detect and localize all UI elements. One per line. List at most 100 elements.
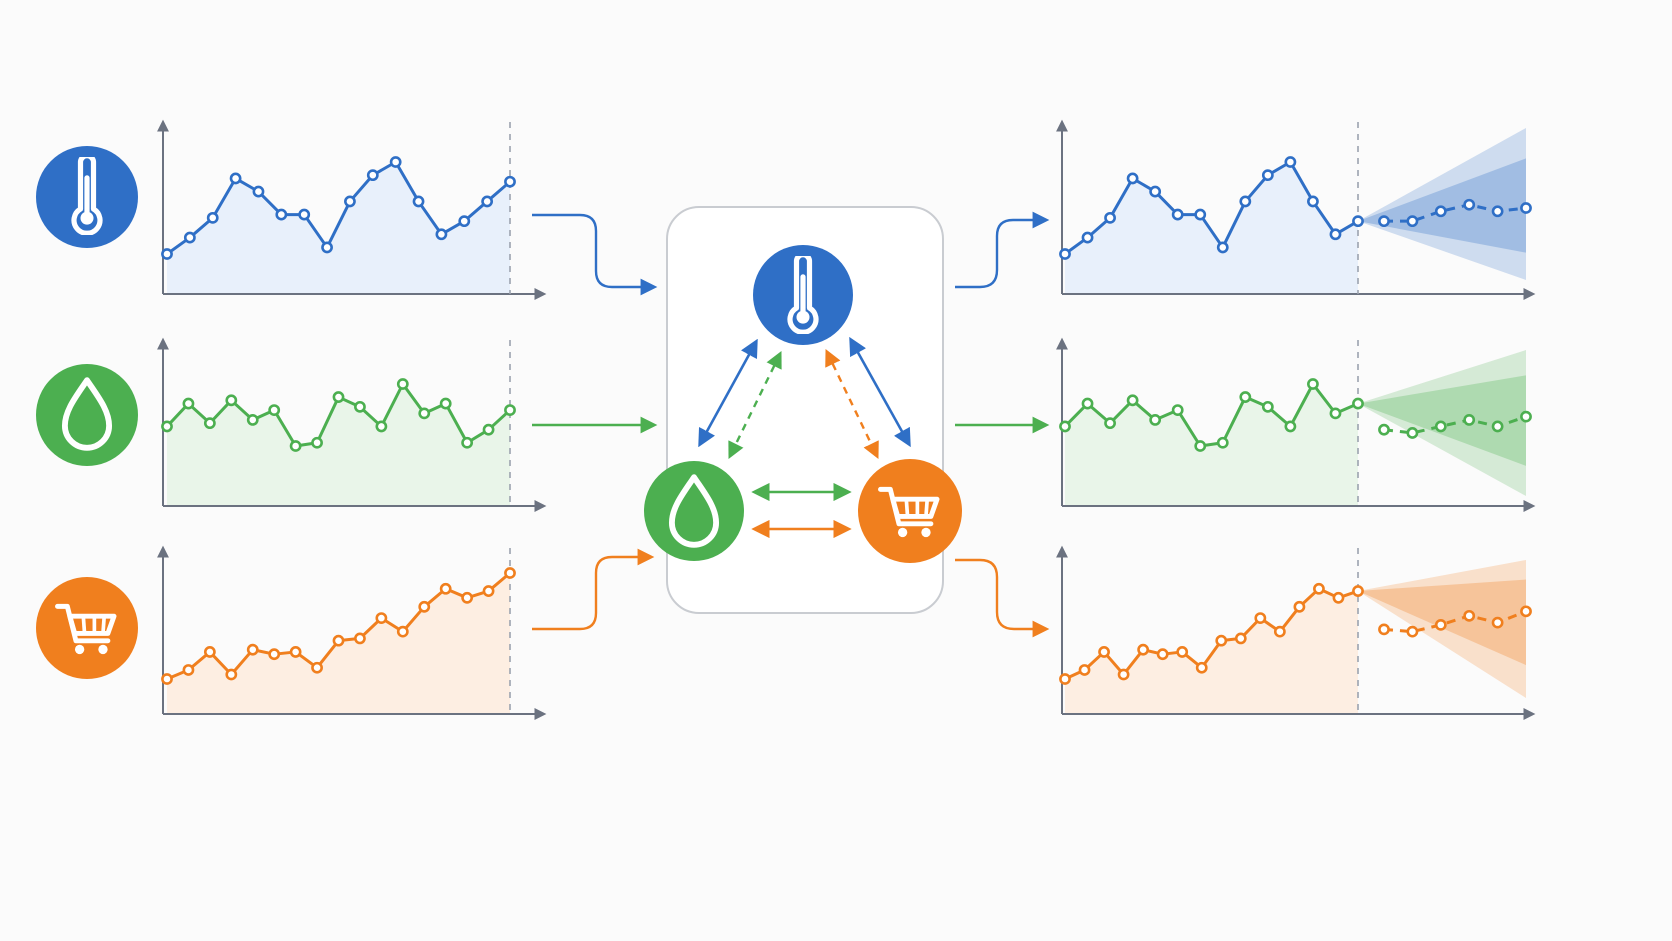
data-point: [289, 440, 302, 452]
series-area: [167, 162, 510, 294]
data-point: [482, 585, 495, 597]
data-point: [321, 241, 333, 254]
humidity-input-chart: [157, 337, 547, 512]
data-point: [161, 248, 173, 260]
data-point: [504, 175, 516, 188]
data-point: [203, 417, 216, 430]
sales-badge-circle: [36, 577, 138, 679]
forecast-point: [1463, 198, 1476, 211]
model-links: [698, 336, 911, 539]
data-point: [354, 632, 366, 645]
forecast-point: [1463, 413, 1476, 426]
data-point: [1059, 420, 1071, 433]
data-point: [1117, 668, 1130, 681]
sales-output-arrow: [955, 558, 1050, 638]
data-point: [412, 195, 425, 208]
data-point: [418, 407, 431, 420]
data-point: [1332, 591, 1345, 604]
data-point: [439, 582, 452, 595]
data-point: [161, 420, 173, 433]
data-point: [1104, 211, 1116, 224]
data-point: [161, 673, 173, 685]
data-point: [1081, 397, 1094, 410]
sales-input-chart: [157, 545, 547, 720]
link-sales-temperature: [825, 348, 879, 460]
data-point: [375, 420, 388, 433]
data-point: [289, 646, 302, 658]
forecast-point: [1520, 202, 1532, 214]
data-point: [1176, 646, 1189, 658]
data-point: [1273, 625, 1286, 638]
data-point: [332, 391, 345, 403]
data-point: [246, 643, 259, 656]
data-point: [298, 208, 311, 221]
data-point: [1234, 632, 1247, 645]
humidity-forecast-chart: [1056, 337, 1536, 512]
temperature-input-chart: [157, 119, 547, 300]
data-point: [1284, 156, 1297, 168]
data-point: [1307, 378, 1319, 390]
data-point: [504, 567, 516, 579]
data-point: [268, 404, 281, 417]
data-point: [229, 172, 242, 185]
data-point: [1081, 231, 1094, 244]
data-point: [1329, 228, 1342, 241]
data-point: [418, 600, 431, 613]
forecast-point: [1378, 215, 1390, 228]
forecast-uncertainty-band: [1358, 128, 1526, 280]
data-point: [1284, 420, 1297, 433]
forecast-point: [1463, 609, 1476, 622]
data-point: [389, 156, 402, 168]
data-point: [1171, 404, 1184, 417]
series-line: [166, 160, 511, 256]
data-point: [1078, 664, 1091, 676]
data-point: [435, 228, 448, 241]
data-point: [1352, 397, 1364, 410]
data-point: [458, 215, 471, 228]
data-point: [1195, 661, 1208, 674]
data-point: [1194, 440, 1207, 452]
series-area: [1065, 162, 1358, 294]
model-node-temperature: [753, 245, 853, 345]
data-point: [225, 394, 238, 407]
data-point: [1149, 185, 1162, 198]
data-point: [1126, 172, 1139, 185]
data-point: [1293, 600, 1306, 613]
data-point: [182, 664, 195, 676]
forecast-point: [1406, 215, 1419, 228]
forecast-point: [1491, 616, 1504, 629]
series-line: [1064, 160, 1359, 256]
data-point: [1137, 643, 1150, 656]
data-point: [1126, 394, 1139, 407]
data-point: [482, 423, 495, 436]
data-point: [1104, 417, 1116, 430]
data-point: [375, 612, 388, 625]
temperature-series-badge: [36, 146, 138, 248]
forecast-uncertainty-band: [1358, 375, 1526, 466]
data-point: [1307, 195, 1319, 208]
data-point: [225, 668, 238, 681]
data-point: [1254, 612, 1267, 625]
data-point: [1313, 582, 1325, 595]
data-point: [311, 661, 323, 674]
forecast-point: [1406, 427, 1419, 439]
data-point: [1098, 646, 1110, 658]
sales-input-arrow: [532, 548, 655, 631]
temperature-input-arrow: [532, 213, 658, 296]
data-point: [1216, 436, 1229, 449]
data-point: [268, 648, 281, 661]
data-point: [1059, 248, 1071, 260]
data-point: [504, 404, 516, 417]
data-point: [396, 625, 409, 638]
temperature-output-arrow: [955, 211, 1050, 289]
series-area: [1065, 588, 1358, 714]
data-point: [206, 211, 219, 224]
data-point: [1194, 208, 1207, 221]
data-point: [1261, 400, 1274, 413]
humidity-badge-circle: [36, 364, 138, 466]
forecast-point: [1491, 205, 1504, 218]
data-point: [1059, 673, 1071, 685]
data-point: [366, 169, 379, 182]
data-point: [1239, 391, 1252, 403]
